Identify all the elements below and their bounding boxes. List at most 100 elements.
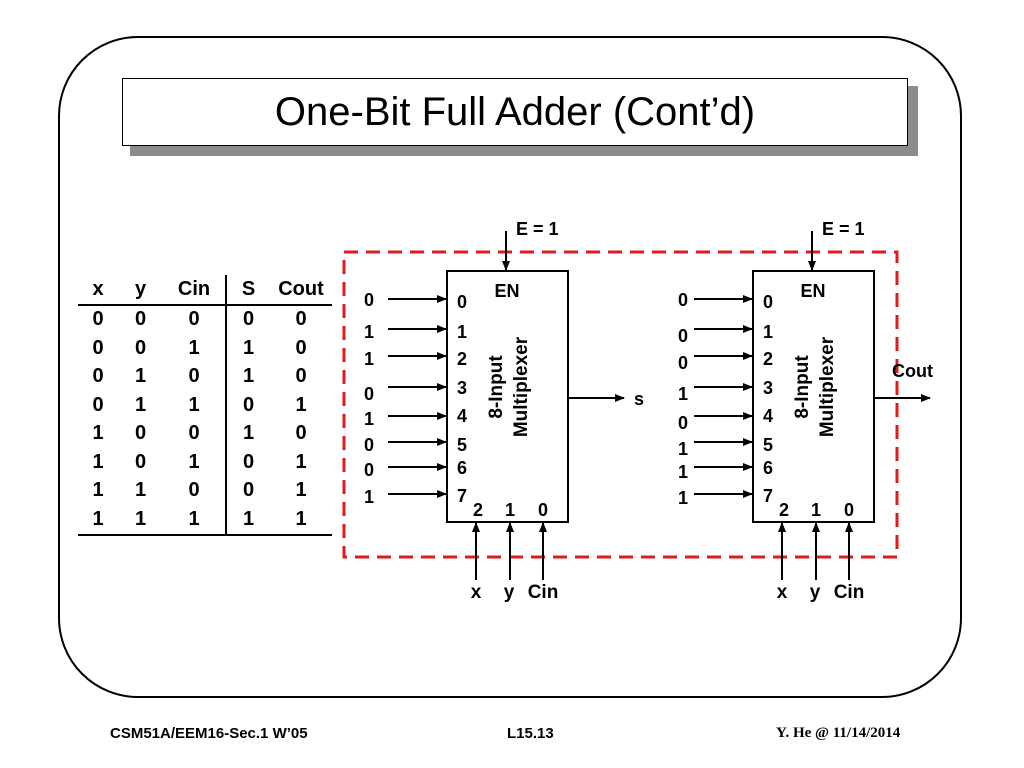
select-index: 1 bbox=[505, 500, 515, 520]
mux-name-line2: Multiplexer bbox=[511, 336, 532, 437]
title-box: One-Bit Full Adder (Cont’d) bbox=[122, 78, 908, 146]
cell-cout: 0 bbox=[295, 365, 307, 388]
input-index: 3 bbox=[763, 378, 773, 398]
table-row: 0 0 0 0 0 bbox=[78, 304, 332, 334]
input-index: 6 bbox=[457, 458, 467, 478]
cell-y: 0 bbox=[134, 450, 147, 473]
cell-cout: 1 bbox=[295, 450, 307, 473]
input-index: 4 bbox=[457, 406, 467, 426]
input-index: 5 bbox=[763, 435, 773, 455]
table-row: 1 1 0 0 1 bbox=[78, 476, 332, 505]
select-label: y bbox=[810, 582, 821, 603]
table-row: 0 0 1 1 0 bbox=[78, 334, 332, 363]
mux-body bbox=[752, 270, 875, 523]
footer-slide-number: L15.13 bbox=[507, 725, 554, 742]
mux-body bbox=[446, 270, 569, 523]
cell-x: 1 bbox=[92, 479, 104, 502]
mux-name-line1: 8-Input bbox=[792, 355, 813, 419]
slide-frame bbox=[58, 36, 962, 698]
input-value: 0 bbox=[678, 290, 688, 310]
mux-name-line2: Multiplexer bbox=[817, 336, 838, 437]
enable-label: E = 1 bbox=[822, 219, 865, 239]
truth-table-header: x y Cin S Cout bbox=[78, 275, 332, 306]
input-value: 1 bbox=[364, 409, 374, 429]
cell-y: 1 bbox=[134, 393, 147, 416]
table-row: 0 1 1 0 1 bbox=[78, 391, 332, 420]
cell-s: 1 bbox=[225, 419, 270, 448]
footer-course: CSM51A/EEM16-Sec.1 W’05 bbox=[110, 725, 308, 742]
input-index: 3 bbox=[457, 378, 467, 398]
table-row: 1 0 0 1 0 bbox=[78, 419, 332, 448]
input-index: 7 bbox=[763, 486, 773, 506]
slide-title: One-Bit Full Adder (Cont’d) bbox=[274, 89, 756, 134]
cell-y: 0 bbox=[134, 308, 147, 331]
select-index: 1 bbox=[811, 500, 821, 520]
cell-y: 1 bbox=[134, 365, 147, 388]
input-index: 5 bbox=[457, 435, 467, 455]
cell-x: 1 bbox=[92, 422, 104, 445]
input-value: 0 bbox=[364, 435, 374, 455]
cell-cin: 0 bbox=[188, 308, 200, 331]
input-value: 0 bbox=[364, 460, 374, 480]
input-index: 1 bbox=[763, 322, 773, 342]
input-value: 1 bbox=[678, 462, 688, 482]
cell-cout: 1 bbox=[295, 479, 307, 502]
cell-x: 1 bbox=[92, 450, 104, 473]
cell-s: 0 bbox=[225, 391, 270, 420]
header-y: y bbox=[118, 275, 163, 306]
output-label: s bbox=[634, 389, 644, 409]
cell-x: 1 bbox=[78, 505, 118, 536]
cell-cin: 1 bbox=[188, 393, 200, 416]
cell-s: 1 bbox=[225, 362, 270, 391]
input-value: 1 bbox=[364, 349, 374, 369]
mux-name-line1: 8-Input bbox=[486, 355, 507, 419]
input-index: 6 bbox=[763, 458, 773, 478]
input-value: 1 bbox=[678, 384, 688, 404]
cell-cin: 0 bbox=[188, 365, 200, 388]
select-index: 0 bbox=[538, 500, 548, 520]
table-row: 1 0 1 0 1 bbox=[78, 448, 332, 477]
input-value: 1 bbox=[678, 488, 688, 508]
select-index: 2 bbox=[779, 500, 789, 520]
select-label: y bbox=[504, 582, 515, 603]
cell-cout: 0 bbox=[295, 336, 307, 359]
input-index: 7 bbox=[457, 486, 467, 506]
cell-x: 0 bbox=[92, 393, 104, 416]
cell-cout: 1 bbox=[270, 505, 332, 536]
en-label: EN bbox=[494, 281, 519, 301]
input-value: 0 bbox=[364, 290, 374, 310]
select-label: x bbox=[777, 582, 788, 603]
input-index: 2 bbox=[457, 349, 467, 369]
footer-author-date: Y. He @ 11/14/2014 bbox=[776, 725, 901, 741]
input-value: 1 bbox=[678, 439, 688, 459]
cell-cout: 0 bbox=[295, 422, 307, 445]
cell-s: 1 bbox=[225, 334, 270, 363]
input-value: 0 bbox=[678, 353, 688, 373]
input-value: 0 bbox=[678, 326, 688, 346]
cell-cin: 1 bbox=[163, 505, 226, 536]
cell-y: 1 bbox=[134, 479, 147, 502]
mux-carry: E = 1 EN 8-Input Multiplexer 0 0 0 1 0 1… bbox=[678, 219, 933, 603]
cell-cin: 1 bbox=[188, 450, 200, 473]
cell-y: 1 bbox=[118, 505, 163, 536]
input-index: 0 bbox=[763, 292, 773, 312]
cell-x: 0 bbox=[92, 336, 104, 359]
cell-cin: 1 bbox=[188, 336, 200, 359]
table-row: 0 1 0 1 0 bbox=[78, 362, 332, 391]
input-value: 0 bbox=[678, 413, 688, 433]
input-value: 1 bbox=[364, 322, 374, 342]
cell-s: 1 bbox=[225, 505, 270, 536]
cell-s: 0 bbox=[225, 448, 270, 477]
cell-y: 0 bbox=[134, 422, 147, 445]
select-label: Cin bbox=[834, 582, 865, 603]
cell-x: 0 bbox=[92, 365, 104, 388]
table-row: 1 1 1 1 1 bbox=[78, 505, 332, 536]
select-label: x bbox=[471, 582, 482, 603]
header-s: S bbox=[225, 275, 270, 306]
cell-cin: 0 bbox=[188, 479, 200, 502]
input-index: 1 bbox=[457, 322, 467, 342]
input-value: 1 bbox=[364, 487, 374, 507]
mux-sum: E = 1 EN 8-Input Multiplexer 0 1 1 0 1 0… bbox=[364, 219, 644, 603]
cell-x: 0 bbox=[92, 308, 104, 331]
